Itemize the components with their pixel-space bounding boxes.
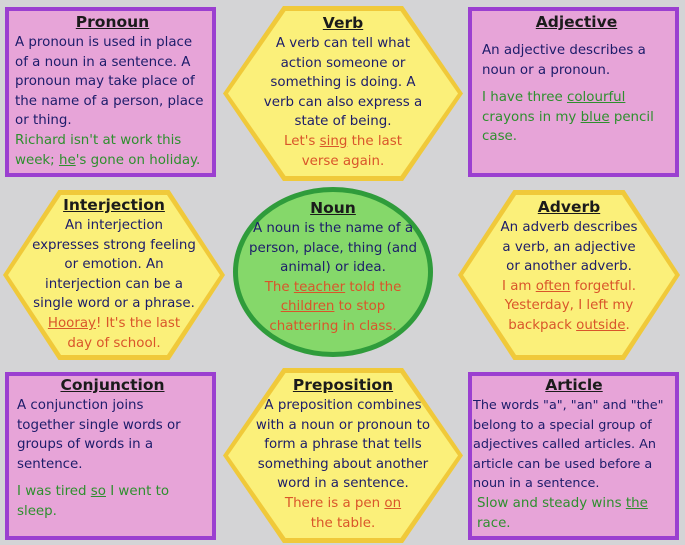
def-line: word in a sentence. xyxy=(277,476,409,492)
adverb-card: Adverb An adverb describes a verb, an ad… xyxy=(458,190,680,360)
def-line: together single words or xyxy=(17,417,181,433)
example-line: day of school. xyxy=(67,335,161,351)
def-line: expresses strong feeling xyxy=(32,237,196,253)
interjection-title: Interjection xyxy=(63,196,165,214)
def-line: state of being. xyxy=(294,114,392,130)
def-line: The words "a", "an" and "the" xyxy=(473,398,664,413)
example-line: Richard isn't at work this xyxy=(15,132,182,148)
def-line: An adjective describes a xyxy=(482,43,646,58)
adjective-title: Adjective xyxy=(535,13,618,31)
adverb-definition: An adverb describes a verb, an adjective… xyxy=(484,218,654,277)
adverb-example: I am often forgetful. Yesterday, I left … xyxy=(484,277,654,336)
def-line: belong to a special group of xyxy=(473,417,652,433)
def-line: adjectives called articles. An xyxy=(473,437,657,453)
def-line: article can be used before a xyxy=(473,456,653,472)
def-line: A preposition combines xyxy=(264,398,422,413)
def-line: A noun is the name of a xyxy=(252,221,414,236)
verb-title: Verb xyxy=(322,14,364,32)
pronoun-definition: A pronoun is used in place of a noun in … xyxy=(15,33,210,131)
def-line: or emotion. An xyxy=(64,257,164,273)
def-line: person, place, thing (and xyxy=(248,240,418,256)
noun-title: Noun xyxy=(310,199,356,217)
def-line: noun in a sentence. xyxy=(473,476,600,492)
example-line: Yesterday, I left my xyxy=(504,298,634,314)
def-line: animal) or idea. xyxy=(280,260,386,276)
def-line: action someone or xyxy=(280,55,406,71)
example-line: crayons in my blue pencil xyxy=(482,109,654,125)
verb-definition: A verb can tell what action someone or s… xyxy=(253,34,433,132)
interjection-example: Hooray! It's the last day of school. xyxy=(27,314,201,353)
example-line: I was tired so I went to xyxy=(17,484,170,500)
def-line: A conjunction joins xyxy=(17,398,144,413)
example-line: Let's sing the last xyxy=(284,133,402,149)
def-line: sentence. xyxy=(17,456,83,472)
preposition-example: There is a pen on the table. xyxy=(247,494,439,533)
noun-definition: A noun is the name of a person, place, t… xyxy=(241,219,425,278)
interjection-card: Interjection An interjection expresses s… xyxy=(3,190,225,360)
def-line: An adverb describes xyxy=(500,220,638,235)
def-line: verb can also express a xyxy=(263,94,423,110)
example-line: sleep. xyxy=(17,503,57,519)
example-line: the table. xyxy=(310,515,376,531)
article-example: Slow and steady wins the race. xyxy=(473,494,675,533)
preposition-definition: A preposition combines with a noun or pr… xyxy=(247,396,439,494)
example-line: race. xyxy=(477,515,511,531)
article-definition: The words "a", "an" and "the" belong to … xyxy=(473,396,675,494)
def-line: or another adverb. xyxy=(506,259,632,275)
def-line: something is doing. A xyxy=(270,75,416,91)
example-line: There is a pen on xyxy=(284,495,402,511)
conjunction-title: Conjunction xyxy=(60,376,165,394)
example-line: I have three colourful xyxy=(482,90,626,106)
example-line: verse again. xyxy=(301,153,385,169)
pronoun-title: Pronoun xyxy=(75,13,150,31)
example-line: chattering in class. xyxy=(269,318,397,334)
example-line: The teacher told the xyxy=(264,279,402,295)
def-line: interjection can be a xyxy=(45,276,183,292)
def-line: the name of a person, place xyxy=(15,93,204,109)
adjective-definition: An adjective describes a noun or a prono… xyxy=(482,41,671,80)
def-line: pronoun may take place of xyxy=(15,74,195,90)
pronoun-card: Pronoun A pronoun is used in place of a … xyxy=(5,7,216,177)
def-line: A pronoun is used in place xyxy=(15,35,193,50)
adjective-example: I have three colourful crayons in my blu… xyxy=(482,88,671,147)
example-line: I am often forgetful. xyxy=(502,278,636,294)
article-title: Article xyxy=(545,376,603,394)
example-line: Hooray! It's the last xyxy=(47,315,181,331)
preposition-title: Preposition xyxy=(292,376,394,394)
def-line: something about another xyxy=(257,456,429,472)
adverb-title: Adverb xyxy=(537,198,601,216)
def-line: groups of words in a xyxy=(17,437,154,453)
preposition-card: Preposition A preposition combines with … xyxy=(223,368,463,543)
conjunction-definition: A conjunction joins together single word… xyxy=(17,396,208,474)
noun-example: The teacher told the children to stop ch… xyxy=(241,278,425,337)
def-line: single word or a phrase. xyxy=(33,296,195,312)
def-line: with a noun or pronoun to xyxy=(255,417,431,433)
example-line: Slow and steady wins the xyxy=(477,495,648,511)
def-line: noun or a pronoun. xyxy=(482,62,611,78)
conjunction-example: I was tired so I went to sleep. xyxy=(17,482,208,521)
def-line: A verb can tell what xyxy=(275,36,411,51)
example-line: case. xyxy=(482,129,518,145)
def-line: form a phrase that tells xyxy=(264,437,422,453)
example-line: week; he's gone on holiday. xyxy=(15,152,201,168)
conjunction-card: Conjunction A conjunction joins together… xyxy=(5,372,216,540)
def-line: An interjection xyxy=(64,218,164,233)
def-line: of a noun in a sentence. A xyxy=(15,54,191,70)
example-line: children to stop xyxy=(280,299,386,315)
def-line: or thing. xyxy=(15,113,72,129)
example-line: backpack outside. xyxy=(508,317,630,333)
verb-example: Let's sing the last verse again. xyxy=(253,132,433,171)
article-card: Article The words "a", "an" and "the" be… xyxy=(468,372,679,540)
def-line: a verb, an adjective xyxy=(502,239,636,255)
verb-card: Verb A verb can tell what action someone… xyxy=(223,6,463,181)
adjective-card: Adjective An adjective describes a noun … xyxy=(468,7,679,177)
noun-card: Noun A noun is the name of a person, pla… xyxy=(233,187,433,357)
interjection-definition: An interjection expresses strong feeling… xyxy=(27,216,201,314)
pronoun-example: Richard isn't at work this week; he's go… xyxy=(15,131,210,170)
